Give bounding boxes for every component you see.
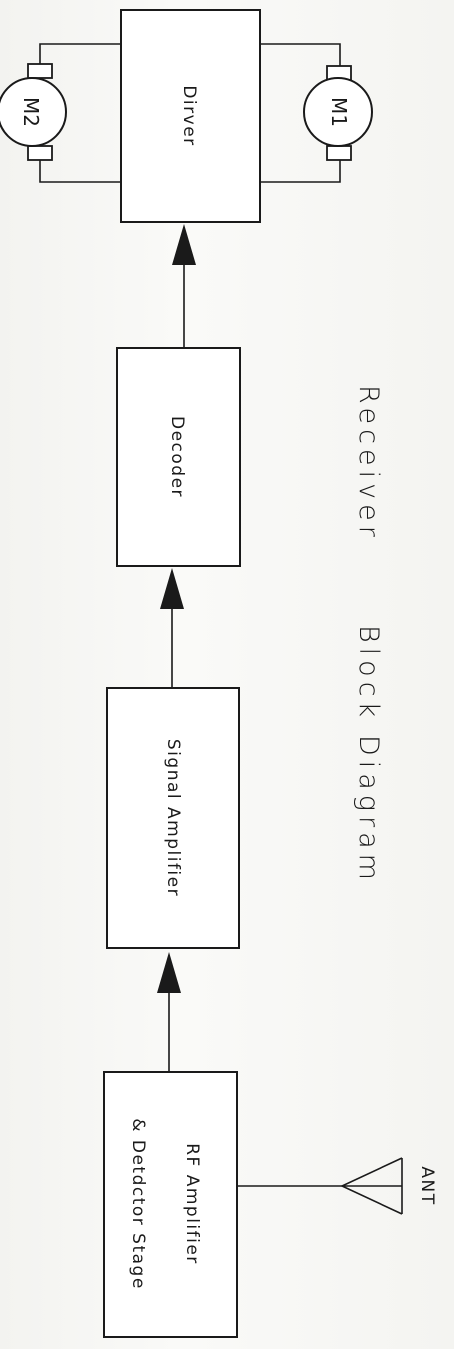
m2-terminal-top xyxy=(27,63,53,79)
m2-terminal-bottom xyxy=(27,145,53,161)
title-word-receiver: Receiver xyxy=(353,385,384,542)
rf-amplifier-detector-block xyxy=(103,1071,238,1338)
signal-amplifier-label: Signal Amplifier xyxy=(163,739,183,897)
m2-motor-circle xyxy=(0,77,67,147)
m2-label: M2 xyxy=(19,97,43,127)
title-word-diagram: Diagram xyxy=(353,735,384,885)
motor-m2: M2 xyxy=(0,43,121,183)
rf-label-line1: RF Amplifier xyxy=(182,1143,202,1265)
driver-label: Dirver xyxy=(179,85,199,146)
m2-wire-top xyxy=(39,43,121,72)
m1-terminal-bottom xyxy=(326,145,352,161)
antenna-label: ANT xyxy=(417,1166,437,1205)
arrow-into-driver xyxy=(172,224,196,265)
m1-label: M1 xyxy=(327,97,351,127)
motor-m1: M1 xyxy=(260,43,373,183)
decoder-block xyxy=(116,347,241,567)
driver-block xyxy=(120,9,261,223)
diagram-title: Receiver Block Diagram xyxy=(353,385,384,885)
m1-wire-top xyxy=(260,43,341,72)
signal-amplifier-block xyxy=(106,687,240,949)
m2-wire-bottom xyxy=(39,160,121,183)
decoder-label: Decoder xyxy=(167,416,187,498)
arrow-into-amplifier xyxy=(157,952,181,993)
rf-label-line2: & Detdctor Stage xyxy=(128,1118,148,1290)
m1-wire-bottom xyxy=(260,160,341,183)
antenna: ANT xyxy=(237,1157,437,1215)
m1-motor-circle xyxy=(303,77,373,147)
arrow-into-decoder xyxy=(160,568,184,609)
title-word-block: Block xyxy=(353,625,384,722)
